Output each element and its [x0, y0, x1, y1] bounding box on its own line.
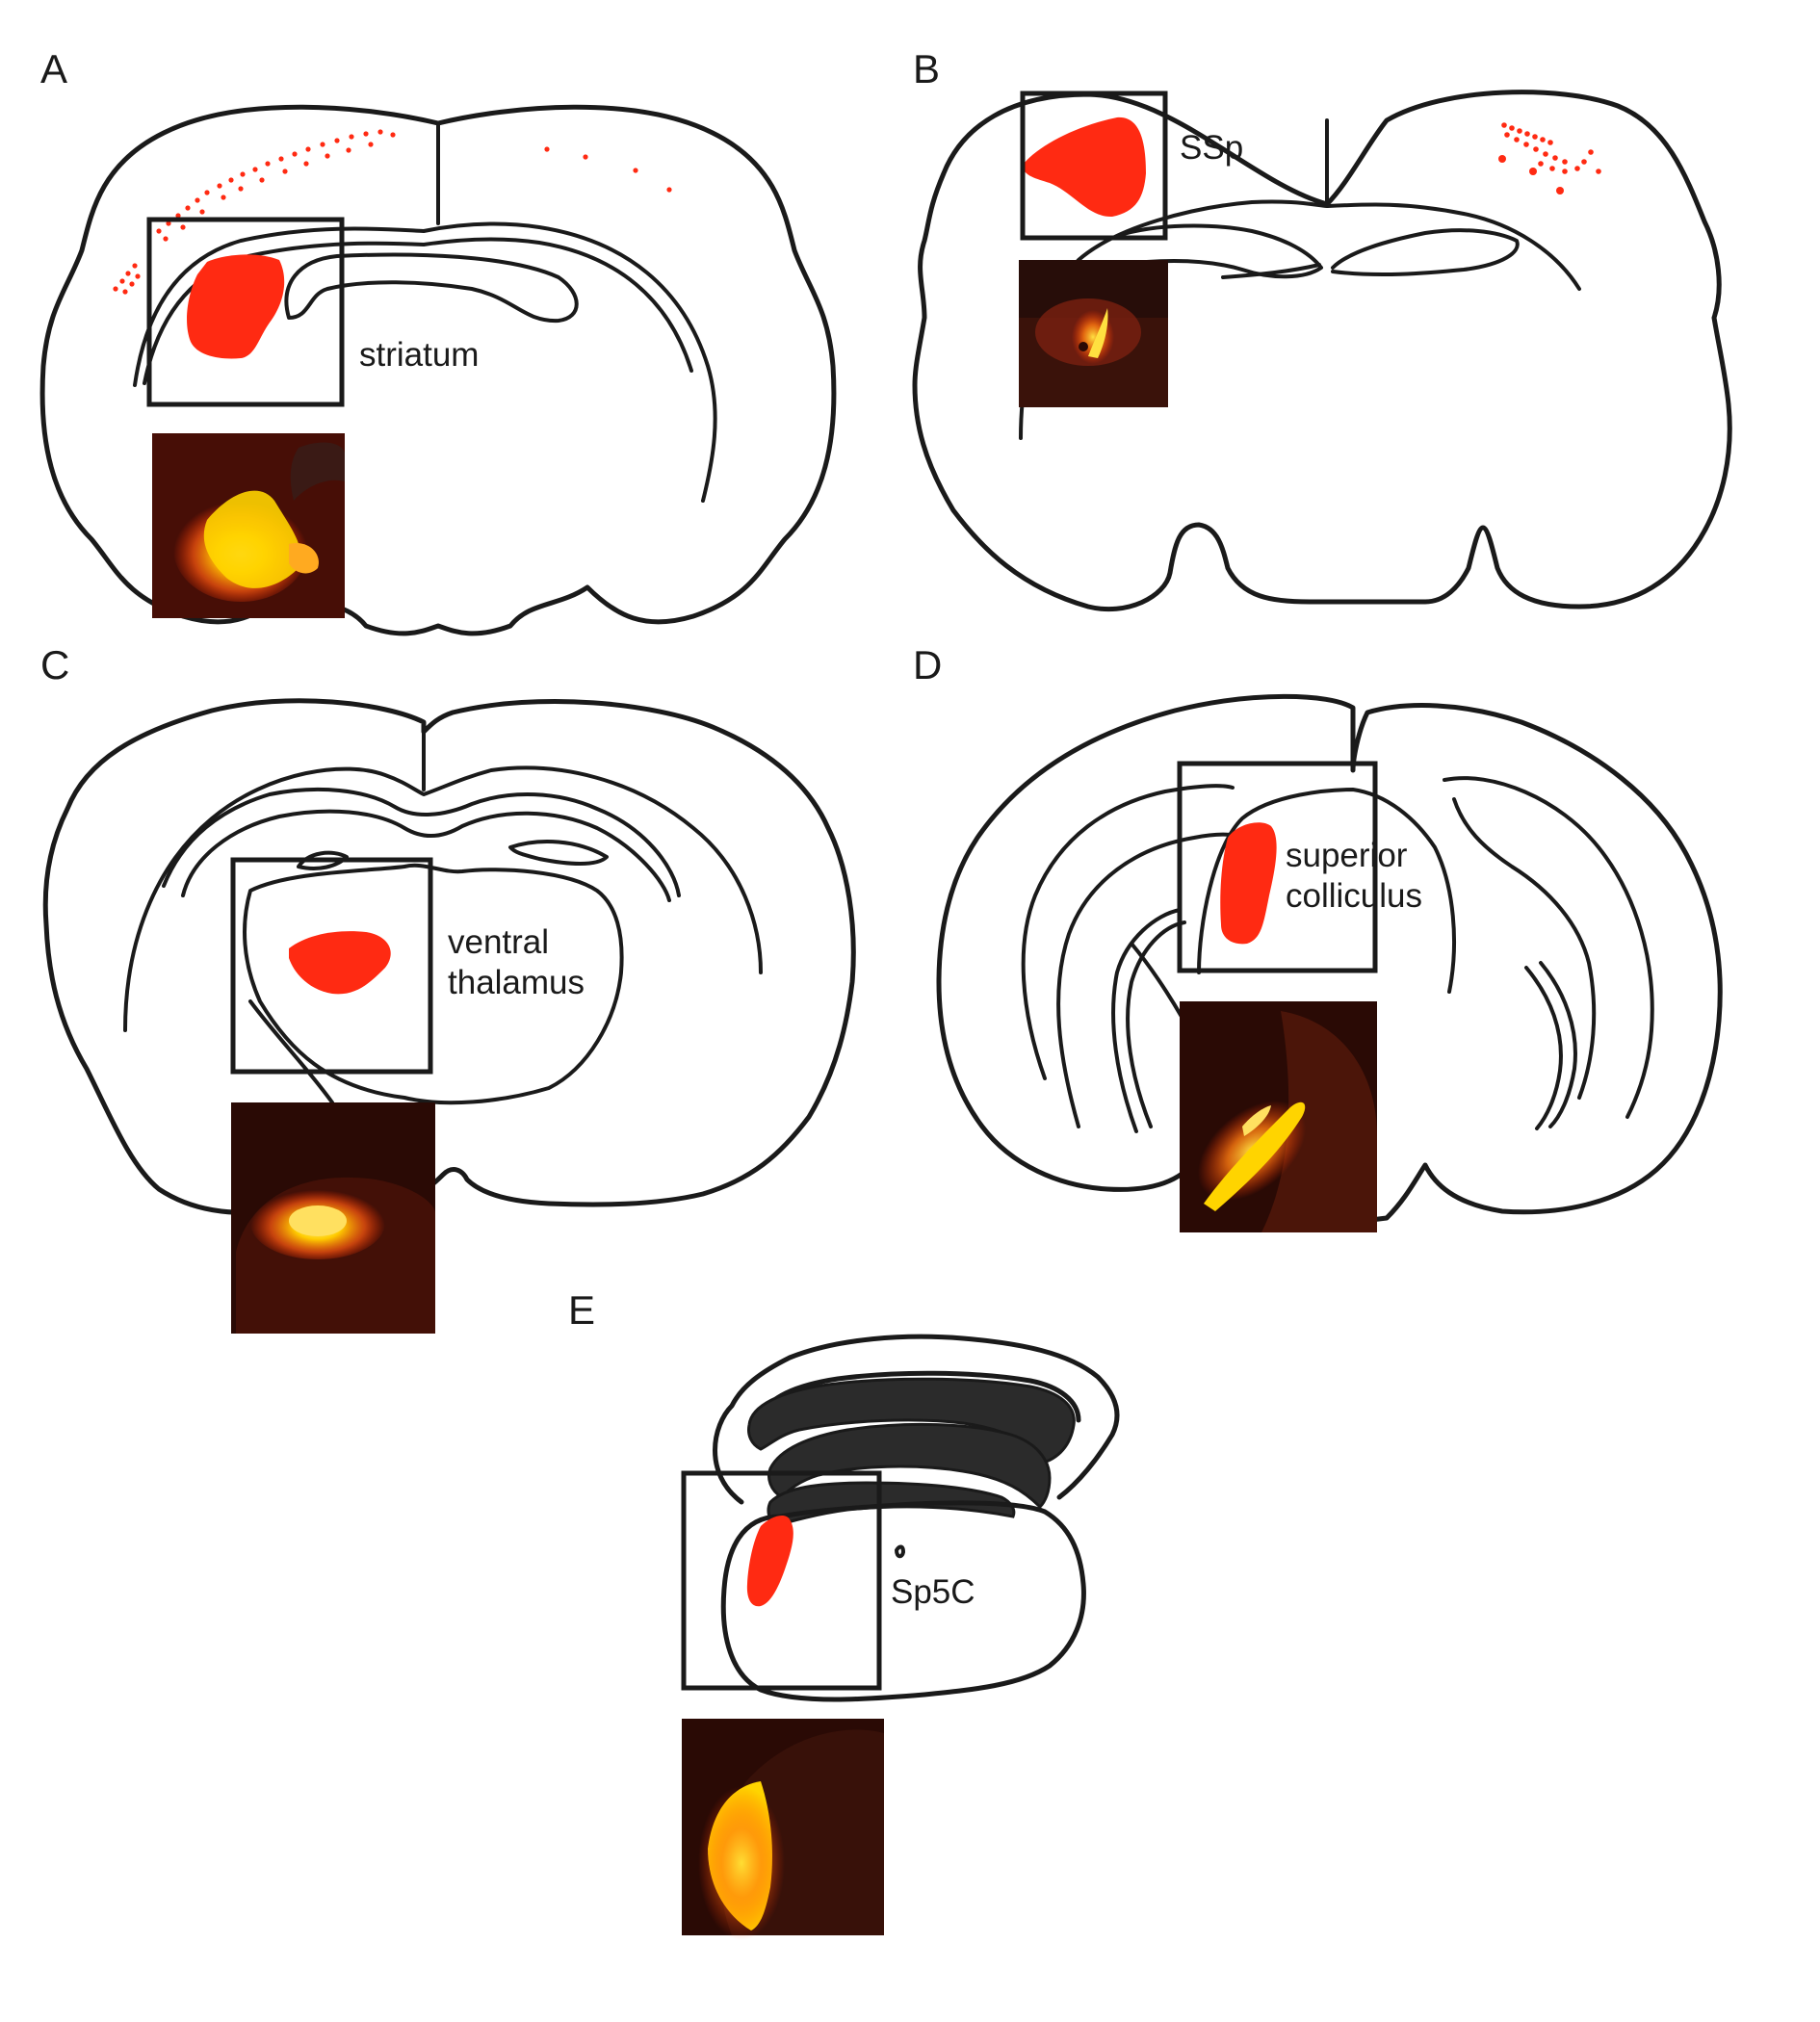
- panel-letter-a: A: [40, 46, 67, 91]
- panel-d-right-dentate: [1539, 961, 1577, 1128]
- panel-c-right-ventricle: [508, 840, 609, 866]
- panel-c-region-label-line2: thalamus: [448, 964, 585, 1001]
- panel-c-injection-site: [289, 931, 391, 995]
- panel-e-central-canal: [895, 1544, 905, 1559]
- panel-d-tectum: [1197, 788, 1456, 994]
- panel-a-brain-outline: [39, 104, 837, 636]
- panel-a-micrograph: [152, 433, 345, 618]
- panel-b-brain-outline: [912, 90, 1732, 612]
- panel-c-axon-tract: [248, 999, 334, 1104]
- panel-d-injection-site: [1220, 822, 1277, 945]
- panel-e-cerebellum-fold: [758, 1370, 1081, 1423]
- panel-d-right-hippocampus-outer: [1443, 776, 1654, 1119]
- panel-e-medulla-outline: [720, 1500, 1086, 1702]
- panel-d-region-label-line1: superior: [1286, 837, 1408, 874]
- panel-e-region-label: Sp5C: [891, 1573, 975, 1611]
- panel-d-left-hippocampus-inner: [1056, 832, 1239, 1128]
- panel-e-roi-box: [681, 1470, 882, 1691]
- panel-a-cortical-dots: [113, 129, 672, 295]
- panel-b-region-label: SSp: [1180, 129, 1243, 167]
- panel-e-injection-site: [746, 1516, 793, 1607]
- panel-letter-d: D: [913, 642, 942, 687]
- panel-d-micrograph: [1180, 1001, 1377, 1232]
- panel-a-region-label: striatum: [359, 336, 479, 374]
- panel-c-thalamus: [243, 863, 624, 1105]
- panel-c-hippocampus-outer: [123, 765, 763, 1032]
- panel-c-hippocampus-inner: [181, 809, 671, 902]
- panel-c-brain-outline: [42, 698, 856, 1215]
- panel-d-brain-outline: [936, 693, 1723, 1228]
- panel-b-ventricle-right: [1331, 228, 1520, 277]
- panel-a-injection-site: [187, 254, 285, 359]
- panel-d-region-label-line2: colliculus: [1286, 877, 1422, 915]
- panel-a: A striatum: [39, 46, 837, 636]
- panel-c-micrograph: [231, 1102, 435, 1334]
- panel-d-left-dentate-inner: [1126, 920, 1186, 1128]
- panel-a-roi-box: [146, 217, 345, 407]
- panel-b-micrograph: [1019, 260, 1168, 407]
- panel-c-left-ventricle: [297, 850, 349, 870]
- panel-c-region-label-line1: ventral: [448, 923, 549, 961]
- panel-d-left-dentate: [1111, 908, 1182, 1133]
- panel-d-right-hippocampus-inner: [1452, 797, 1597, 1100]
- panel-letter-c: C: [40, 642, 69, 687]
- panel-b-roi-box: [1020, 91, 1168, 241]
- panel-b-injection-site: [1023, 117, 1146, 218]
- panel-letter-b: B: [913, 46, 940, 91]
- panel-e-micrograph: [682, 1719, 884, 1940]
- panel-b-ventricle-left-lower: [1221, 263, 1321, 279]
- panel-a-corpus-callosum: [133, 221, 717, 503]
- panel-b-cortical-dots: [1498, 122, 1601, 194]
- panel-letter-e: E: [568, 1287, 595, 1333]
- panel-c-roi-box: [230, 857, 433, 1075]
- panel-e: E Sp5C: [568, 1287, 1120, 1940]
- panel-d: D superior colliculus: [913, 642, 1723, 1232]
- panel-d-left-hippocampus-outer: [1021, 784, 1235, 1080]
- panel-d-roi-box: [1177, 761, 1378, 973]
- panel-b: B SSp: [912, 46, 1732, 612]
- panel-c: C ventral thalamus: [40, 642, 856, 1334]
- panel-d-right-dentate-inner: [1524, 966, 1563, 1130]
- panel-c-hippocampus-mid: [162, 787, 681, 897]
- panel-a-ventricle: [284, 252, 579, 324]
- panel-e-cerebellum-outline: [713, 1334, 1120, 1505]
- panel-b-ventricle-left: [1115, 223, 1323, 279]
- panel-e-cerebellum-band-mid: [767, 1422, 1052, 1510]
